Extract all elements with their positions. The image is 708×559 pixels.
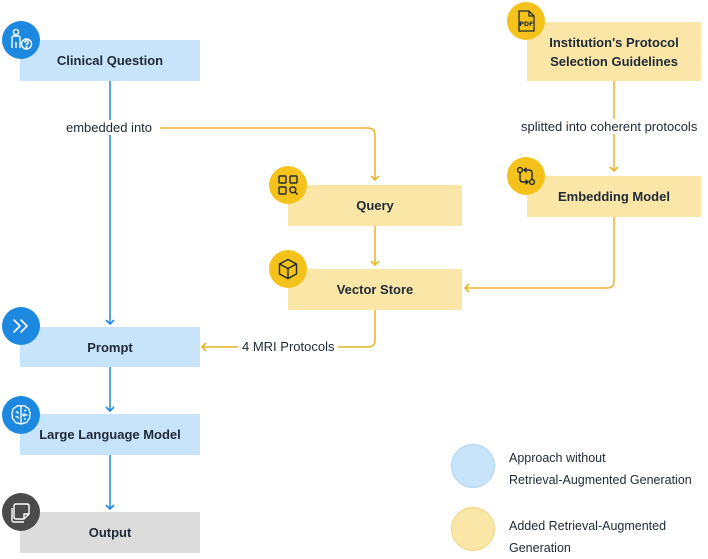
legend-text-with-rag: Added Retrieval-Augmented Generation [509,515,666,559]
prompt-box: Prompt [20,327,200,367]
output-label: Output [88,525,132,540]
output-box: Output [20,512,200,553]
llm-box: Large Language Model [20,414,200,455]
connector-vectorstore-to-prompt [200,310,376,352]
edge-label-embedded-into: embedded into [62,120,157,135]
llm-label: Large Language Model [39,427,181,442]
legend-swatch-without-rag [451,444,495,488]
query-box: Query [288,185,462,226]
grid-search-icon [269,166,307,204]
legend-with-rag-line2: Generation [509,541,571,555]
legend-without-rag-line2: Retrieval-Augmented Generation [509,473,692,487]
connector-embedded-to-query [160,127,380,182]
protocol-guidelines-line1: Institution's Protocol [549,34,679,50]
clinical-question-label: Clinical Question [56,53,164,68]
protocol-guidelines-box: Institution's Protocol Selection Guideli… [527,22,701,81]
legend-text-without-rag: Approach without Retrieval-Augmented Gen… [509,447,692,491]
double-chevron-icon [2,307,40,345]
protocol-guidelines-line2: Selection Guidelines [550,53,678,69]
cube-icon [269,250,307,288]
svg-text:PDF: PDF [519,21,533,28]
embedding-model-label: Embedding Model [558,189,670,204]
legend-without-rag-line1: Approach without [509,451,606,465]
vector-store-label: Vector Store [336,282,414,297]
pdf-file-icon: PDF [507,2,545,40]
embedding-model-box: Embedding Model [527,176,701,217]
edge-label-splitted: splitted into coherent protocols [518,119,701,134]
clinical-question-box: Clinical Question [20,40,200,81]
prompt-label: Prompt [87,339,133,355]
vector-store-box: Vector Store [288,269,462,310]
edge-label-mri-protocols: 4 MRI Protocols [238,339,339,354]
legend-with-rag-line1: Added Retrieval-Augmented [509,519,667,533]
legend-swatch-with-rag [451,507,495,551]
document-stack-icon [2,493,40,531]
query-label: Query [356,198,394,213]
transform-arrows-icon [507,157,545,195]
brain-icon [2,396,40,434]
connector-embedding-to-vectorstore [463,217,615,293]
person-question-icon [2,21,40,59]
